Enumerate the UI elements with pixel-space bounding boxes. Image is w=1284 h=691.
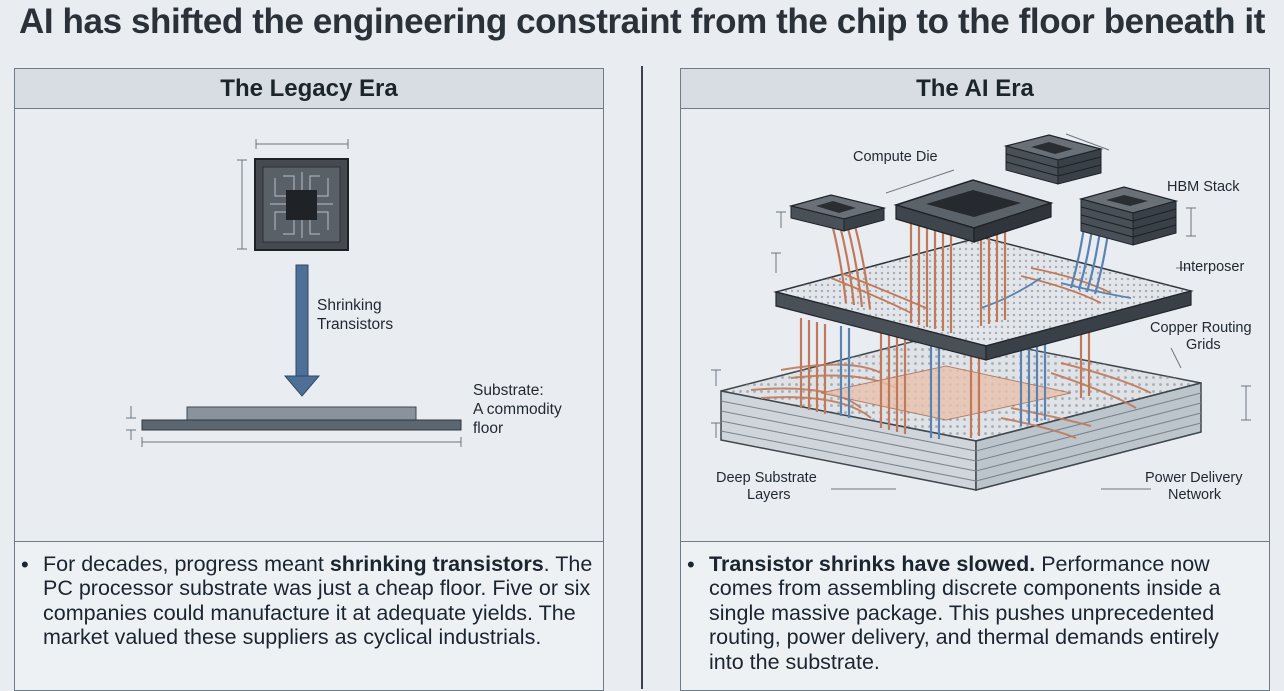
legacy-caption: • For decades, progress meant shrinking …	[14, 541, 604, 691]
deep-substrate-label-2: Layers	[747, 487, 791, 503]
bullet: •	[21, 552, 29, 577]
power-delivery-label-1: Power Delivery	[1145, 470, 1243, 486]
ai-package-illustration	[711, 133, 1251, 491]
ai-era-heading: The AI Era	[680, 68, 1270, 109]
substrate-label-line-1: Substrate:	[473, 382, 544, 399]
ai-caption-text: Transistor shrinks have slowed. Performa…	[709, 552, 1221, 674]
legacy-era-panel: Shrinking Transistors Substrate: A commo…	[14, 108, 604, 542]
legacy-caption-text: For decades, progress meant shrinking tr…	[43, 552, 593, 650]
legacy-chip-illustration	[126, 139, 462, 447]
copper-routing-label-2: Grids	[1186, 337, 1221, 353]
copper-routing-label-1: Copper Routing	[1150, 320, 1252, 336]
arrow-label-line-2: Transistors	[317, 316, 394, 333]
arrow-label-line-1: Shrinking	[317, 297, 382, 314]
substrate-label-line-2: A commodity	[473, 401, 562, 418]
center-divider	[641, 66, 643, 689]
legacy-era-heading: The Legacy Era	[14, 68, 604, 109]
ai-era-panel: Compute Die HBM Stack Interposer Copper …	[680, 108, 1270, 542]
deep-substrate-label-1: Deep Substrate	[716, 470, 817, 486]
ai-caption: • Transistor shrinks have slowed. Perfor…	[680, 541, 1270, 691]
hbm-stack-label: HBM Stack	[1167, 179, 1240, 195]
interposer-label: Interposer	[1179, 259, 1245, 275]
compute-die-label: Compute Die	[853, 149, 938, 165]
power-delivery-label-2: Network	[1168, 487, 1222, 503]
substrate-label-line-3: floor	[473, 420, 504, 437]
page-title: AI has shifted the engineering constrain…	[19, 2, 1265, 41]
bullet: •	[687, 552, 695, 577]
